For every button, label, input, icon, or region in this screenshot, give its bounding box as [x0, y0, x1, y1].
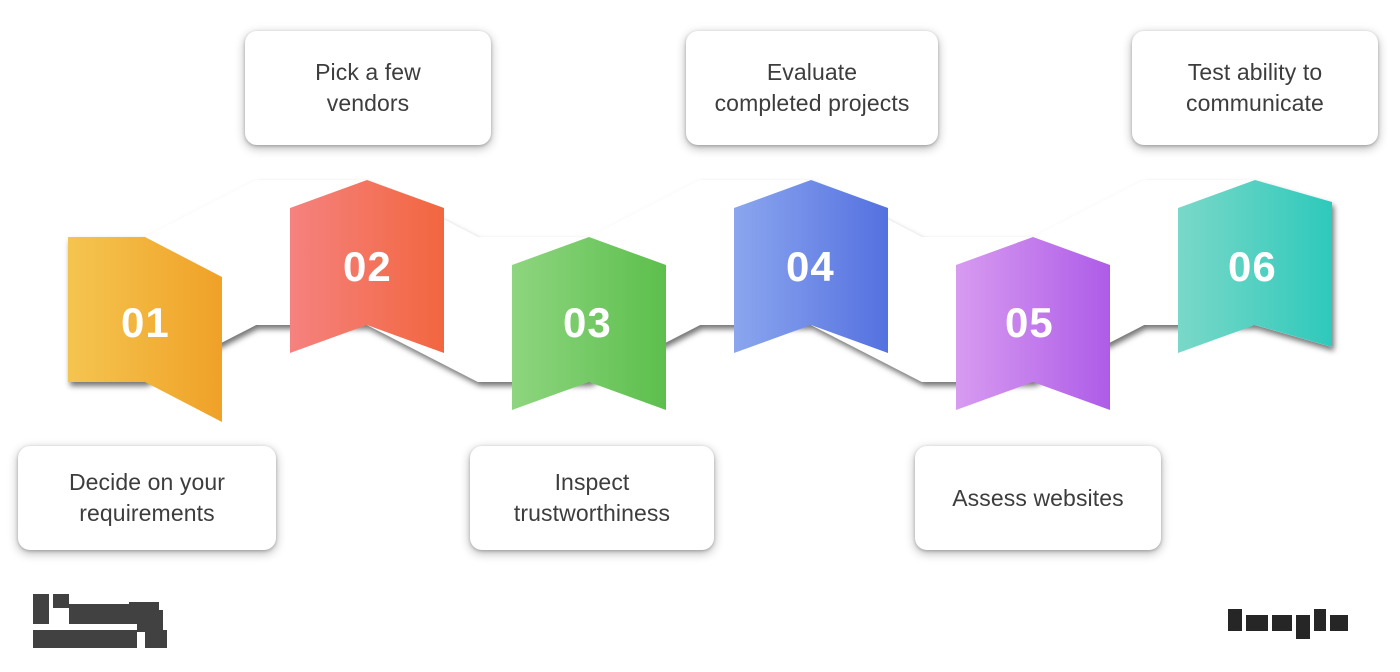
callout-label-step-04: Evaluate completed projects [714, 59, 910, 116]
ribbon-svg [68, 180, 1332, 422]
callout-label-step-03: Inspect trustworthiness [513, 469, 671, 526]
footer-left-logo-redacted [33, 590, 200, 650]
callout-box-step-03[interactable]: Inspect trustworthiness [470, 446, 714, 550]
right-logo-glyph-icon [1228, 609, 1348, 639]
callout-box-step-01[interactable]: Decide on your requirements [18, 446, 276, 550]
chevron-segment-06[interactable] [1178, 180, 1332, 353]
zigzag-ribbon [0, 160, 1400, 440]
callout-label-step-02: Pick a few vendors [315, 59, 421, 116]
callout-box-step-04[interactable]: Evaluate completed projects [686, 31, 938, 145]
callout-label-step-05: Assess websites [952, 484, 1124, 511]
footer-right-logo-redacted [1228, 607, 1371, 642]
callout-label-step-06: Test ability to communicate [1186, 59, 1324, 116]
callout-box-step-02[interactable]: Pick a few vendors [245, 31, 491, 145]
chevron-segment-04[interactable] [734, 180, 888, 353]
chevron-segment-03[interactable] [512, 237, 666, 410]
chevron-segment-01[interactable] [68, 237, 222, 422]
ribbon-white-base [68, 180, 1332, 382]
ribbon-band [68, 180, 1332, 382]
chevron-segment-02[interactable] [290, 180, 444, 353]
callout-box-step-05[interactable]: Assess websites [915, 446, 1161, 550]
left-logo-glyph-icon [33, 594, 167, 648]
callout-box-step-06[interactable]: Test ability to communicate [1132, 31, 1378, 145]
callout-label-step-01: Decide on your requirements [68, 469, 226, 526]
chevron-segment-05[interactable] [956, 237, 1110, 410]
